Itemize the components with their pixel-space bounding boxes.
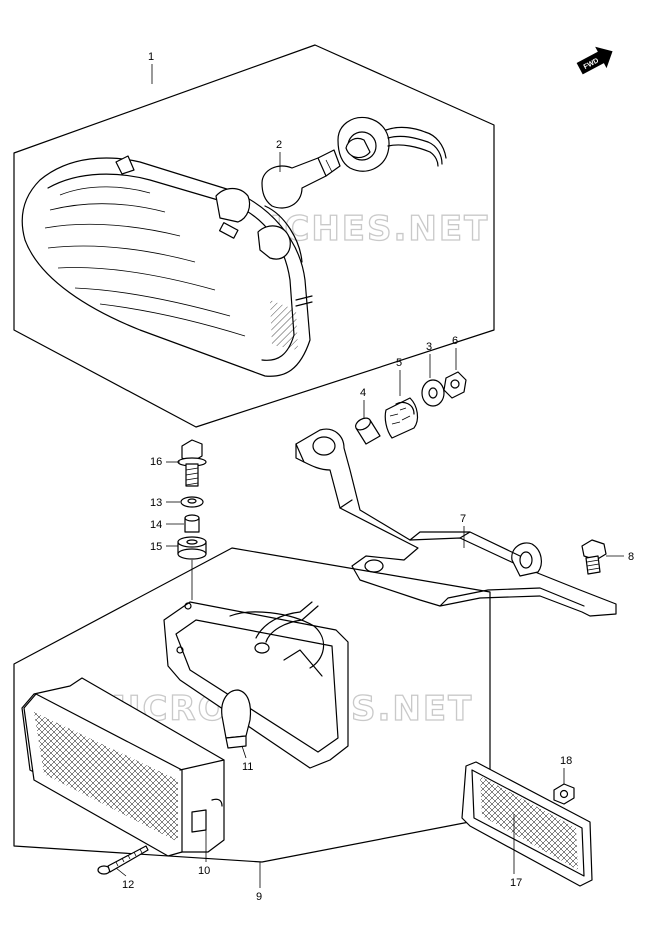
- callout-10: 10: [198, 865, 210, 877]
- callout-11: 11: [242, 761, 253, 773]
- callout-1: 1: [148, 51, 154, 63]
- fwd-arrow-icon: FWD: [576, 46, 613, 75]
- bulb-socket: [337, 116, 447, 172]
- bulb-2: [261, 149, 341, 209]
- bulb-11: [221, 689, 252, 749]
- washer-13: [180, 496, 204, 508]
- license-lamp-lens: [21, 677, 225, 857]
- tail-lamp-housing: [21, 155, 313, 377]
- callout-7: 7: [460, 513, 466, 525]
- bolt-8: [581, 539, 607, 575]
- callout-16: 16: [150, 456, 162, 468]
- callout-18: 18: [560, 755, 572, 767]
- callout-6: 6: [452, 335, 458, 347]
- bolt-16: [177, 439, 207, 487]
- spacer-4: [355, 417, 381, 445]
- grommet-15: [177, 536, 207, 560]
- nut-18: [553, 783, 575, 805]
- callout-14: 14: [150, 519, 162, 531]
- callout-5: 5: [396, 357, 402, 369]
- tail-lamp-assembly-box: [13, 44, 495, 428]
- callout-2: 2: [276, 139, 282, 151]
- grommet-5: [384, 397, 419, 439]
- callout-17: 17: [510, 877, 522, 889]
- callout-13: 13: [150, 497, 162, 509]
- collar-14: [184, 514, 200, 533]
- washer-3: [421, 379, 445, 407]
- bracket-7: [295, 428, 617, 617]
- license-lamp-base: [163, 601, 349, 769]
- screw-12: [97, 845, 149, 875]
- reflector-17: [461, 761, 593, 887]
- callout-12: 12: [122, 879, 134, 891]
- callout-4: 4: [360, 387, 366, 399]
- callout-3: 3: [426, 341, 432, 353]
- callout-15: 15: [150, 541, 162, 553]
- callout-8: 8: [628, 551, 634, 563]
- callout-9: 9: [256, 891, 262, 903]
- nut-6: [443, 371, 467, 399]
